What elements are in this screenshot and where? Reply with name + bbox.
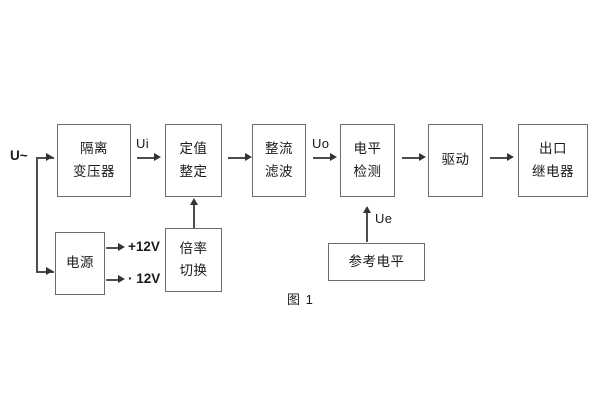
block-output-relay[interactable]: 出口 继电器 [518, 124, 588, 197]
rectify-to-level-line [313, 157, 332, 159]
input-branch-top-line [36, 157, 54, 159]
block-isolation-transformer-line2: 变压器 [73, 163, 115, 179]
reference-to-level-arrow-icon [363, 206, 371, 213]
multiplier-to-setting-arrow-icon [190, 198, 198, 205]
block-level-detect-line1: 电平 [353, 141, 382, 157]
block-multiplier-switch-line1: 倍率 [179, 240, 208, 256]
level-to-drive-line [402, 157, 421, 159]
block-multiplier-switch-line2: 切换 [179, 263, 208, 278]
power-output-neg-12v-label: · 12V [128, 271, 161, 286]
block-isolation-transformer-line1: 隔离 [80, 141, 108, 157]
block-drive[interactable]: 驱动 [428, 124, 483, 197]
signal-label-uo: Uo [312, 136, 330, 151]
setting-to-rectify-line [228, 157, 247, 159]
power-pos12v-arrow-icon [118, 243, 125, 251]
block-drive-line1: 驱动 [441, 152, 470, 168]
block-output-relay-line1: 出口 [539, 141, 567, 157]
drive-to-relay-line [490, 157, 509, 159]
block-setting-adjust-line2: 整定 [179, 163, 208, 179]
block-level-detect-line2: 检测 [353, 163, 382, 179]
power-pos12v-line [106, 247, 120, 249]
input-branch-bottom-line [36, 271, 54, 273]
block-reference-level[interactable]: 参考电平 [328, 243, 425, 281]
transformer-to-setting-arrow-icon [154, 153, 161, 161]
power-neg12v-line [106, 279, 120, 281]
input-branch-vertical-line [36, 157, 38, 273]
input-voltage-label: U~ [10, 148, 28, 163]
rectify-to-level-arrow-icon [330, 153, 337, 161]
reference-to-level-line [366, 212, 368, 242]
block-rectify-filter[interactable]: 整流 滤波 [252, 124, 306, 197]
power-neg12v-arrow-icon [118, 275, 125, 283]
input-to-transformer-arrow-icon [46, 153, 53, 161]
power-output-pos-12v-label: +12V [128, 239, 160, 254]
block-isolation-transformer[interactable]: 隔离 变压器 [57, 124, 131, 197]
block-rectify-filter-line2: 滤波 [265, 163, 293, 179]
input-to-power-arrow-icon [46, 267, 53, 275]
transformer-to-setting-line [137, 157, 156, 159]
block-rectify-filter-line1: 整流 [265, 141, 293, 157]
setting-to-rectify-arrow-icon [245, 153, 252, 161]
figure-caption: 图 1 [287, 292, 314, 307]
drive-to-relay-arrow-icon [507, 153, 514, 161]
block-setting-adjust[interactable]: 定值 整定 [165, 124, 222, 197]
multiplier-to-setting-line [193, 204, 195, 228]
block-reference-level-line1: 参考电平 [348, 253, 405, 269]
block-power-supply-line1: 电源 [66, 255, 94, 271]
block-power-supply[interactable]: 电源 [55, 232, 105, 295]
signal-label-ui: Ui [136, 136, 149, 151]
signal-label-ue: Ue [375, 211, 393, 226]
block-output-relay-line2: 继电器 [532, 163, 574, 179]
block-level-detect[interactable]: 电平 检测 [340, 124, 395, 197]
block-setting-adjust-line1: 定值 [179, 141, 208, 157]
level-to-drive-arrow-icon [419, 153, 426, 161]
block-multiplier-switch[interactable]: 倍率 切换 [165, 228, 222, 292]
